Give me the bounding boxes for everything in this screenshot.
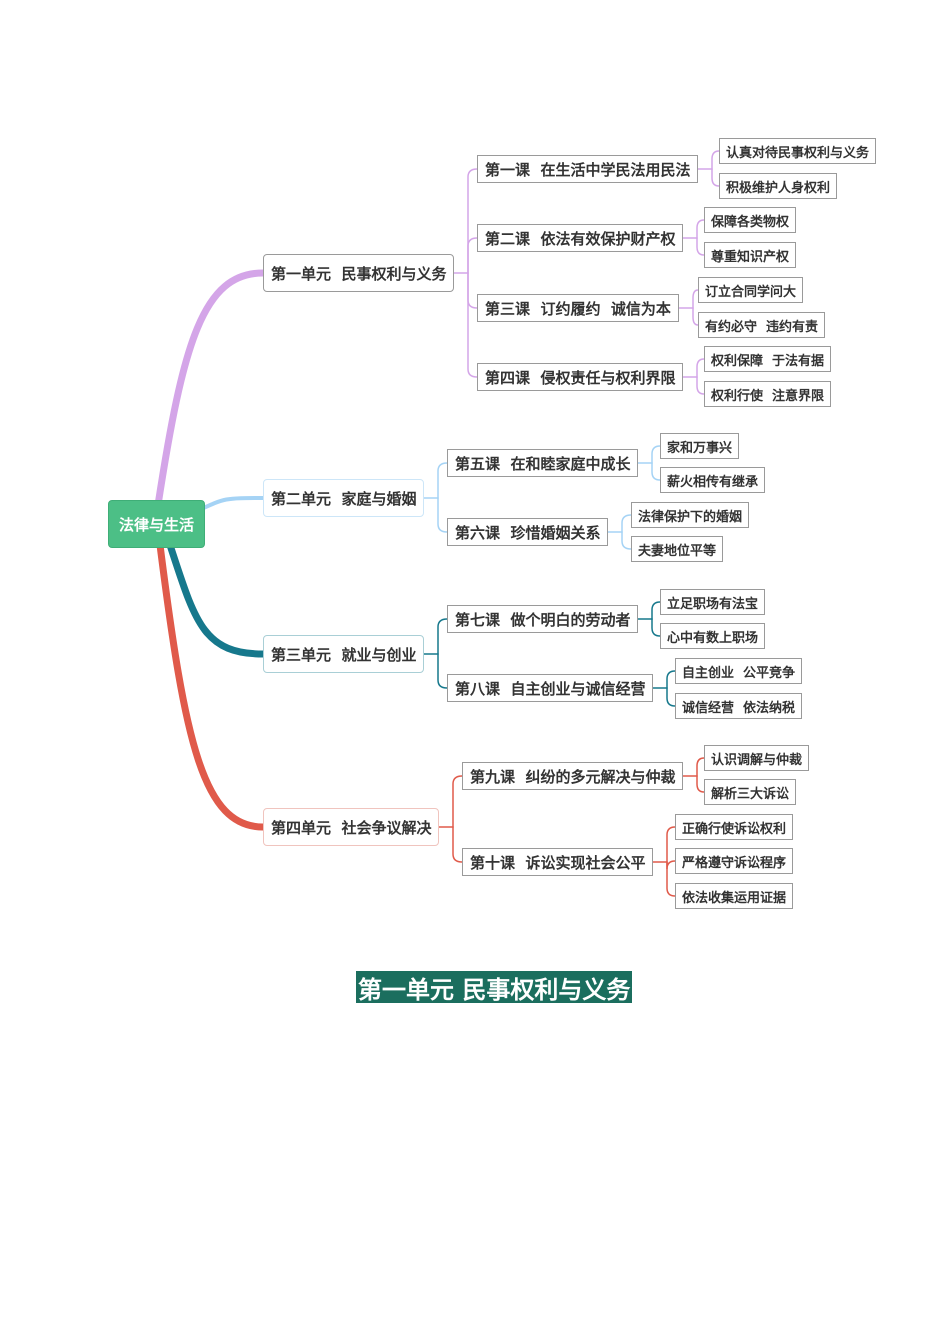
branch-connector [692, 307, 699, 326]
branch-connector [621, 531, 632, 550]
lesson-node[interactable]: 第五课 在和睦家庭中成长 [447, 449, 639, 477]
lesson-node[interactable]: 第六课 珍惜婚姻关系 [447, 518, 609, 546]
branch-connector [437, 462, 448, 499]
lesson-node[interactable]: 第十课 诉讼实现社会公平 [462, 848, 654, 876]
branch-connector [711, 168, 720, 187]
branch-connector [666, 670, 676, 689]
branch-connector [696, 358, 705, 378]
point-node[interactable]: 夫妻地位平等 [631, 536, 724, 562]
branch-connector [437, 653, 448, 689]
branch-connector [467, 168, 478, 274]
point-node[interactable]: 心中有数上职场 [660, 623, 766, 649]
section-heading: 第一单元 民事权利与义务 [356, 971, 633, 1004]
branch-connector [467, 272, 478, 309]
point-node[interactable]: 严格遵守诉讼程序 [675, 848, 794, 874]
lesson-node[interactable]: 第九课 纠纷的多元解决与仲裁 [462, 762, 684, 790]
point-node[interactable]: 法律保护下的婚姻 [631, 502, 750, 528]
branch-connector [696, 376, 705, 395]
point-node[interactable]: 正确行使诉讼权利 [675, 814, 794, 840]
unit-connector [166, 541, 267, 658]
lesson-node[interactable]: 第二课 依法有效保护财产权 [477, 224, 684, 252]
lesson-node[interactable]: 第三课 订约履约 诚信为本 [477, 294, 679, 322]
unit-node-4[interactable]: 第四单元 社会争议解决 [263, 808, 440, 846]
root-node[interactable]: 法律与生活 [108, 500, 206, 548]
unit-connector [193, 496, 265, 514]
branch-connector [666, 860, 676, 870]
point-node[interactable]: 权利保障 于法有据 [704, 346, 832, 372]
point-node[interactable]: 权利行使 注意界限 [704, 381, 832, 407]
point-node[interactable]: 依法收集运用证据 [675, 883, 794, 909]
point-node[interactable]: 立足职场有法宝 [660, 589, 766, 615]
branch-connector [696, 757, 705, 777]
branch-connector [711, 150, 720, 170]
lesson-node[interactable]: 第八课 自主创业与诚信经营 [447, 674, 654, 702]
branch-connector [621, 514, 632, 533]
point-node[interactable]: 薪火相传有继承 [660, 467, 766, 493]
branch-connector [696, 775, 705, 793]
branch-connector [452, 775, 463, 828]
branch-connector [467, 272, 478, 378]
branch-connector [452, 826, 463, 863]
branch-connector [437, 618, 448, 655]
unit-connector [156, 541, 267, 831]
branch-connector [651, 445, 661, 464]
unit-connector [154, 269, 267, 509]
branch-connector [696, 237, 705, 256]
branch-connector [651, 462, 661, 481]
branch-connector [666, 861, 676, 897]
unit-node-1[interactable]: 第一单元 民事权利与义务 [263, 254, 455, 292]
unit-node-3[interactable]: 第三单元 就业与创业 [263, 635, 425, 673]
point-node[interactable]: 解析三大诉讼 [704, 779, 797, 805]
branch-connector [666, 826, 676, 863]
point-node[interactable]: 订立合同学问大 [698, 277, 804, 303]
unit-node-2[interactable]: 第二单元 家庭与婚姻 [263, 479, 425, 517]
point-node[interactable]: 家和万事兴 [660, 433, 740, 459]
branch-connector [467, 237, 478, 274]
point-node[interactable]: 诚信经营 依法纳税 [675, 693, 803, 719]
branch-connector [666, 687, 676, 707]
lesson-node[interactable]: 第四课 侵权责任与权利界限 [477, 363, 684, 391]
lesson-node[interactable]: 第一课 在生活中学民法用民法 [477, 155, 699, 183]
point-node[interactable]: 自主创业 公平竞争 [675, 658, 803, 684]
branch-connector [692, 289, 699, 309]
branch-connector [651, 601, 661, 620]
point-node[interactable]: 保障各类物权 [704, 207, 797, 233]
point-node[interactable]: 有约必守 违约有责 [698, 312, 826, 338]
branch-connector [651, 618, 661, 637]
point-node[interactable]: 积极维护人身权利 [719, 173, 838, 199]
point-node[interactable]: 认识调解与仲裁 [704, 745, 810, 771]
point-node[interactable]: 尊重知识产权 [704, 242, 797, 268]
branch-connector [696, 219, 705, 239]
branch-connector [437, 497, 448, 533]
lesson-node[interactable]: 第七课 做个明白的劳动者 [447, 605, 639, 633]
point-node[interactable]: 认真对待民事权利与义务 [719, 138, 877, 164]
